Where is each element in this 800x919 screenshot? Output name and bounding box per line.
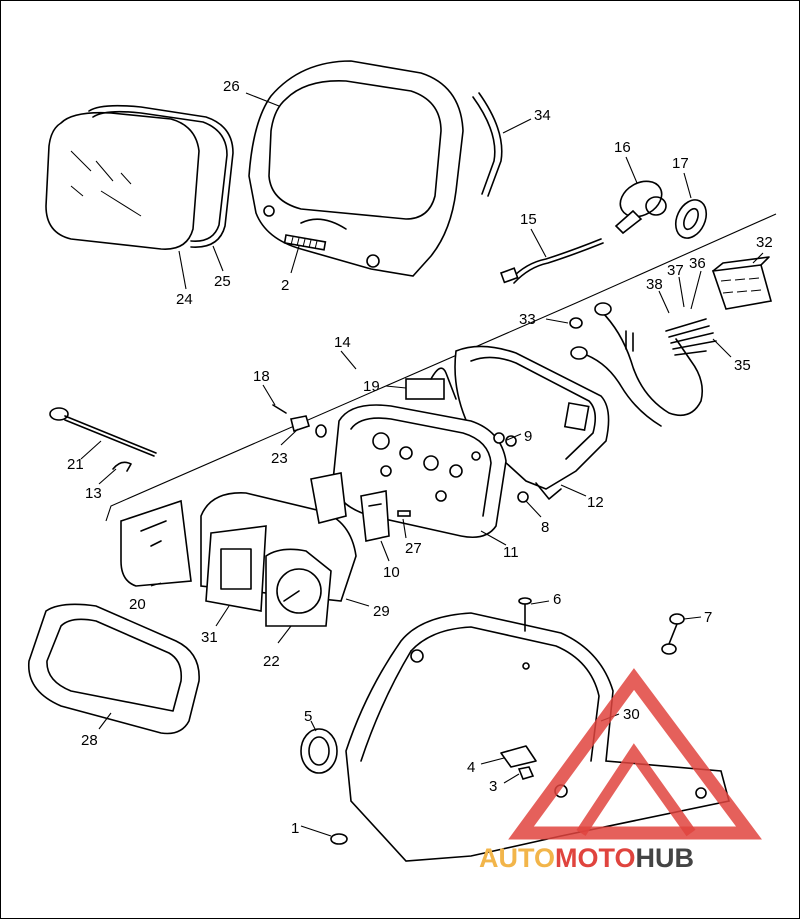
callout-30: 30 — [623, 706, 640, 723]
callout-6: 6 — [553, 591, 561, 608]
callout-28: 28 — [81, 732, 98, 749]
part-23-bulb — [290, 415, 327, 438]
callout-2: 2 — [281, 277, 289, 294]
callout-10: 10 — [383, 564, 400, 581]
callout-3: 3 — [489, 778, 497, 795]
callout-18: 18 — [253, 368, 270, 385]
part-3-nut — [517, 766, 535, 780]
part-2-screw — [283, 234, 327, 251]
callout-26: 26 — [223, 78, 240, 95]
part-35-wiring-harness — [570, 302, 717, 427]
part-6-screw — [518, 597, 532, 632]
part-15-cable — [499, 238, 604, 284]
watermark-text: AUTOMOTOHUB — [479, 843, 694, 873]
part-28-bezel — [28, 603, 200, 735]
watermark-triangle-logo — [508, 668, 762, 840]
part-9-nut — [493, 432, 517, 447]
callout-32: 32 — [756, 234, 773, 251]
part-13-clip — [112, 461, 132, 472]
part-11-circuit-board — [332, 404, 507, 539]
watermark-moto: MOTO — [555, 843, 636, 873]
callout-labels: 1 2 3 4 5 6 7 8 9 10 11 12 13 14 15 16 1… — [67, 78, 773, 837]
part-10-gauge-unit — [360, 490, 390, 542]
callout-38: 38 — [646, 276, 663, 293]
part-32-connector — [711, 256, 773, 310]
section-divider-line — [105, 213, 777, 522]
callout-21: 21 — [67, 456, 84, 473]
callout-20: 20 — [129, 596, 146, 613]
part-20-clock-gauge — [120, 499, 192, 587]
watermark-triangle-inner — [576, 743, 696, 837]
callout-7: 7 — [704, 609, 712, 626]
callout-19: 19 — [363, 378, 380, 395]
part-plate — [310, 472, 347, 524]
watermark: AUTOMOTOHUB — [479, 668, 762, 873]
part-16-socket — [614, 180, 667, 235]
callout-22: 22 — [263, 653, 280, 670]
part-26-housing — [248, 60, 464, 277]
watermark-hub: HUB — [636, 843, 695, 873]
callout-34: 34 — [534, 107, 551, 124]
callout-1: 1 — [291, 820, 299, 837]
callout-4: 4 — [467, 759, 475, 776]
part-30-lower-housing — [345, 612, 730, 862]
part-1-bolt — [330, 833, 348, 845]
part-22-tachometer — [265, 548, 332, 627]
callout-11: 11 — [503, 544, 519, 561]
callout-27: 27 — [405, 540, 422, 557]
callout-36: 36 — [689, 255, 706, 272]
callout-9: 9 — [524, 428, 532, 445]
part-18-pin — [272, 404, 287, 414]
part-21-speedo-cable — [49, 407, 157, 457]
callout-17: 17 — [672, 155, 689, 172]
part-34-trim-strip — [472, 92, 503, 197]
callout-12: 12 — [587, 494, 604, 511]
part-33-lamp — [569, 317, 583, 329]
callout-35: 35 — [734, 357, 751, 374]
callout-24: 24 — [176, 291, 193, 308]
part-24-lens — [45, 111, 200, 250]
part-4-bracket — [500, 745, 537, 768]
part-25-gasket — [88, 104, 234, 248]
callout-16: 16 — [614, 139, 631, 156]
part-7-spring-clip — [661, 613, 685, 655]
part-31-indicator-panel — [205, 525, 267, 612]
part-12-rear-case — [454, 345, 610, 500]
part-5-grommet — [300, 728, 338, 774]
part-17-washer — [674, 199, 708, 239]
callout-25: 25 — [214, 273, 231, 290]
callout-15: 15 — [520, 211, 537, 228]
part-27-screw — [397, 510, 411, 517]
callout-13: 13 — [85, 485, 102, 502]
callout-29: 29 — [373, 603, 390, 620]
callout-8: 8 — [541, 519, 549, 536]
leader-lines — [80, 92, 764, 837]
callout-37: 37 — [667, 262, 684, 279]
callout-31: 31 — [201, 629, 218, 646]
callout-14: 14 — [334, 334, 351, 351]
part-8-bushing — [517, 491, 529, 503]
callout-23: 23 — [271, 450, 288, 467]
part-19-bracket — [405, 367, 457, 400]
callout-33: 33 — [519, 311, 536, 328]
callout-5: 5 — [304, 708, 312, 725]
watermark-auto: AUTO — [479, 843, 555, 873]
